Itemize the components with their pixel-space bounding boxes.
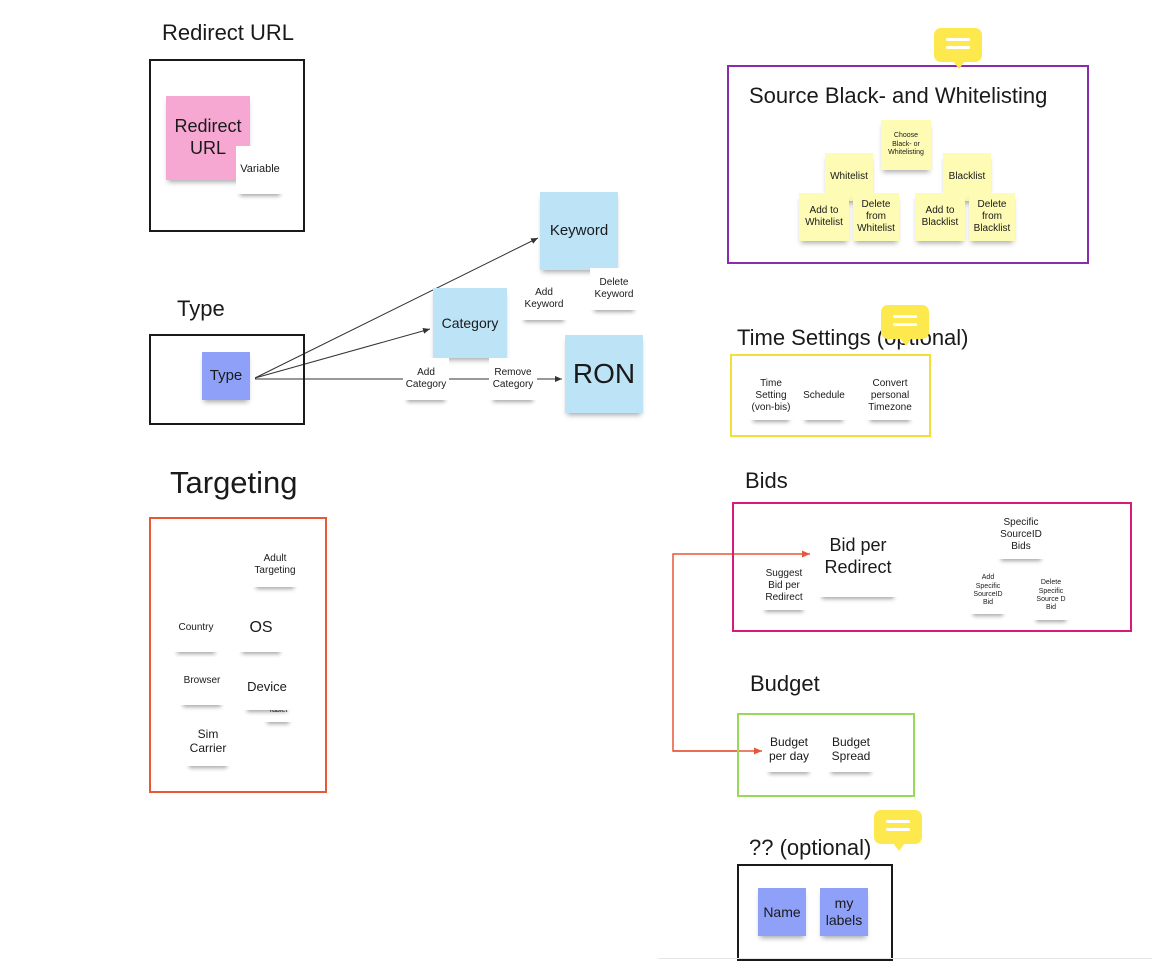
redirect-url-title: Redirect URL — [162, 20, 295, 45]
budget-frame[interactable] — [737, 713, 915, 797]
bids-title: Bids — [745, 468, 788, 493]
note-country[interactable]: Country — [173, 604, 219, 652]
note-browser[interactable]: Browser — [179, 657, 225, 705]
budget-title: Budget — [750, 671, 820, 696]
note-type[interactable]: Type — [202, 352, 250, 400]
bottom-divider — [658, 958, 1152, 959]
note-device[interactable]: Device — [243, 664, 291, 710]
type-title: Type — [177, 296, 225, 321]
note-add-specific-bid[interactable]: Add Specific SourceID Bid — [969, 568, 1007, 614]
source-listing-frame[interactable] — [727, 65, 1089, 264]
note-delete-specific-bid[interactable]: Delete Specific Source D Bid — [1032, 572, 1070, 620]
note-convert-timezone[interactable]: Convert personal Timezone — [866, 372, 914, 420]
note-delete-keyword[interactable]: Delete Keyword — [590, 268, 638, 310]
note-variable[interactable]: Variable — [236, 146, 284, 194]
note-add-whitelist[interactable]: Add to Whitelist — [799, 193, 849, 241]
note-budget-per-day[interactable]: Budget per day — [765, 726, 813, 772]
note-bid-per-redirect[interactable]: Bid per Redirect — [818, 517, 898, 597]
arrow-type-to-keyword[interactable] — [254, 237, 539, 379]
note-add-category[interactable]: Add Category — [403, 358, 449, 400]
arrow-type-to-category[interactable] — [254, 327, 431, 379]
note-delete-blacklist[interactable]: Delete from Blacklist — [969, 193, 1015, 241]
note-sim-carrier[interactable]: Sim Carrier — [185, 716, 231, 766]
optional-frame[interactable] — [737, 864, 893, 961]
note-add-blacklist[interactable]: Add to Blacklist — [915, 193, 965, 241]
time-settings-title: Time Settings (optional) — [737, 325, 969, 350]
note-my-labels[interactable]: my labels — [820, 888, 868, 936]
note-category[interactable]: Category — [433, 288, 507, 358]
note-ron[interactable]: RON — [565, 335, 643, 413]
note-budget-spread[interactable]: Budget Spread — [827, 726, 875, 772]
targeting-frame[interactable] — [149, 517, 327, 793]
note-choose-list[interactable]: Choose Black- or Whitelisting — [881, 120, 931, 170]
time-settings-frame[interactable] — [730, 354, 931, 437]
note-keyword[interactable]: Keyword — [540, 192, 618, 270]
note-specific-sourceid-bids[interactable]: Specific SourceID Bids — [997, 511, 1045, 559]
type-frame[interactable] — [149, 334, 305, 425]
note-remove-category[interactable]: Remove Category — [489, 358, 537, 400]
note-schedule[interactable]: Schedule — [801, 372, 847, 420]
note-suggest-bid[interactable]: Suggest Bid per Redirect — [761, 562, 807, 610]
optional-title: ?? (optional) — [749, 835, 872, 860]
note-time-setting[interactable]: Time Setting (von-bis) — [749, 372, 793, 420]
note-adult-targeting[interactable]: Adult Targeting — [252, 543, 298, 587]
redirect-url-frame[interactable] — [149, 59, 305, 232]
comment-icon[interactable] — [881, 305, 929, 346]
comment-icon[interactable] — [874, 810, 922, 851]
targeting-title: Targeting — [170, 465, 298, 500]
bids-frame[interactable] — [732, 502, 1132, 632]
source-listing-title: Source Black- and Whitelisting — [749, 83, 1048, 108]
note-delete-whitelist[interactable]: Delete from Whitelist — [853, 193, 899, 241]
comment-icon[interactable] — [934, 28, 982, 69]
note-add-keyword[interactable]: Add Keyword — [520, 278, 568, 320]
note-os[interactable]: OS — [238, 604, 284, 652]
note-name[interactable]: Name — [758, 888, 806, 936]
